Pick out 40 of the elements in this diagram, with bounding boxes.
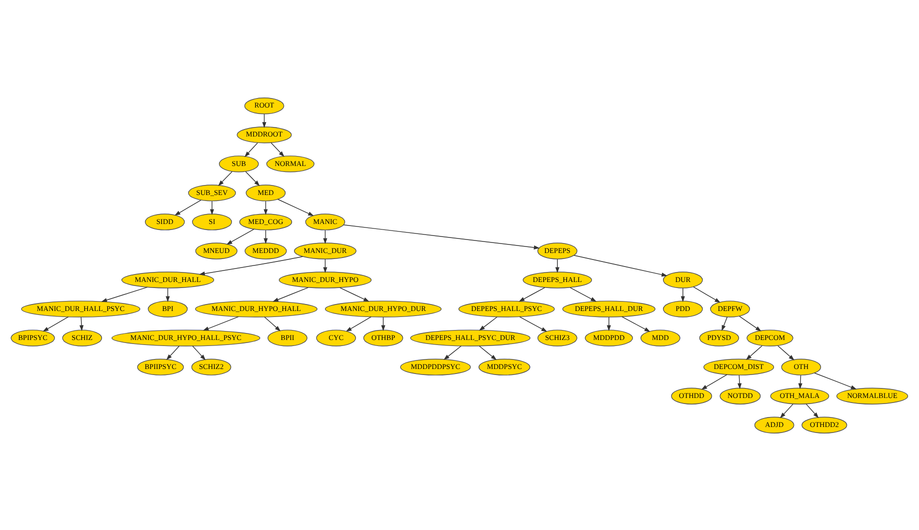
arrow	[777, 344, 794, 360]
arrow	[174, 199, 202, 216]
arrow	[218, 170, 232, 186]
arrow	[210, 200, 214, 214]
arrow	[202, 316, 239, 330]
arrow	[479, 316, 498, 330]
arrow	[622, 316, 650, 332]
arrow	[339, 286, 370, 302]
arrow	[780, 403, 794, 418]
arrow	[738, 374, 742, 389]
arrow	[722, 316, 728, 331]
arrow	[101, 286, 148, 302]
arrow	[166, 345, 180, 360]
arrow	[226, 228, 254, 244]
arrow	[738, 315, 762, 331]
arrow	[478, 345, 497, 360]
arrow	[574, 254, 668, 276]
arrow	[343, 224, 540, 249]
arrow	[519, 316, 548, 332]
arrow	[42, 316, 69, 332]
arrow	[244, 142, 258, 157]
arrow	[199, 256, 304, 276]
arrow	[444, 345, 462, 360]
arrow	[192, 345, 206, 360]
arrow	[518, 286, 546, 302]
arrow	[79, 316, 84, 331]
arrow	[701, 374, 728, 390]
arrow	[693, 286, 721, 302]
arrow	[270, 142, 284, 156]
arrow	[272, 286, 309, 302]
arrow	[264, 316, 281, 331]
arrow	[570, 286, 597, 302]
arrow	[746, 344, 762, 360]
arrow	[798, 374, 802, 389]
arrow	[806, 403, 819, 418]
arrow	[277, 198, 314, 216]
arrow	[814, 372, 857, 389]
arrow	[680, 287, 685, 302]
arrow	[346, 316, 372, 332]
arrow	[245, 170, 260, 186]
